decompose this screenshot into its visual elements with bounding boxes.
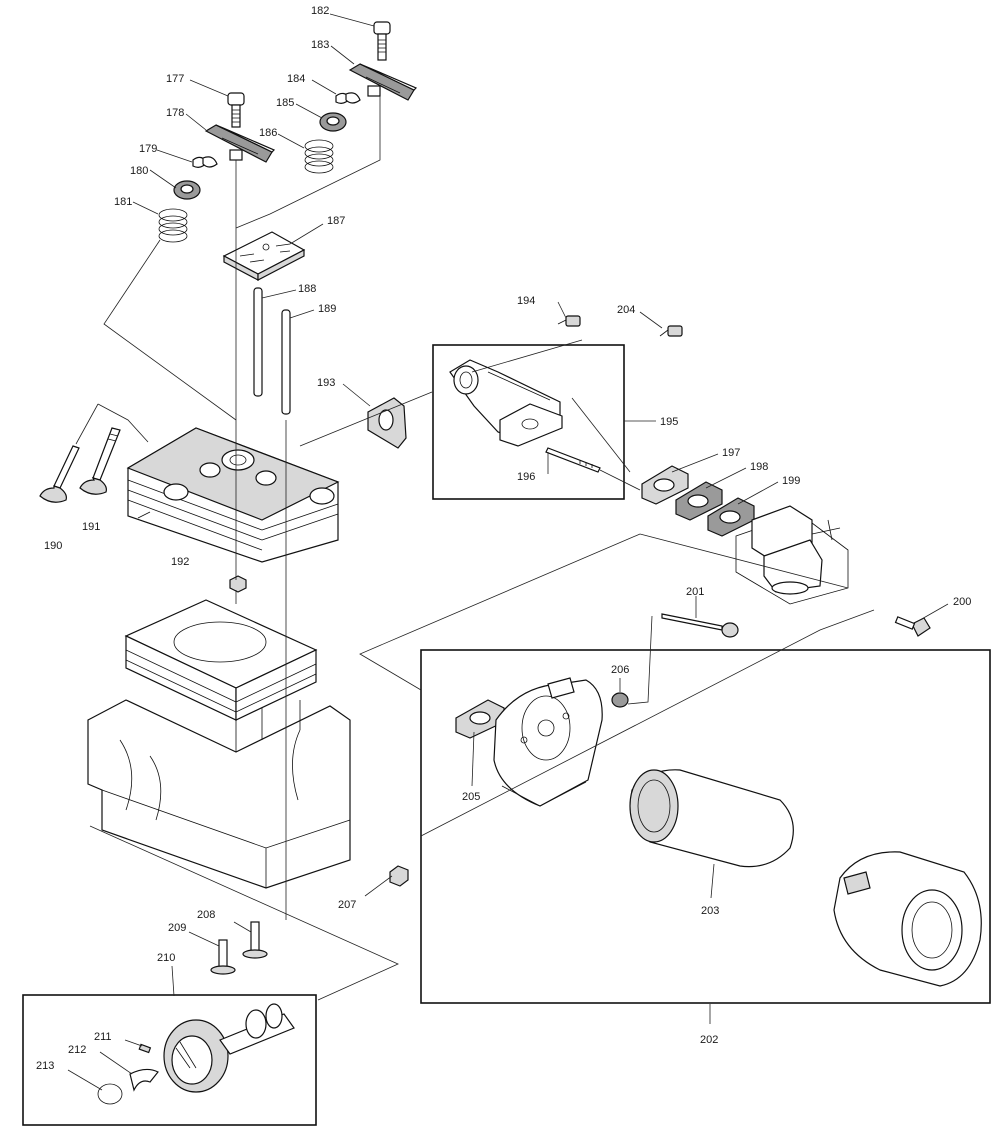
push-rod-189 <box>281 309 291 415</box>
spacer-206 <box>611 692 629 708</box>
valve-keeper-184 <box>335 92 361 104</box>
label-212: 212 <box>68 1044 86 1056</box>
leader-lines <box>67 13 949 1091</box>
label-187: 187 <box>327 215 345 227</box>
spring-retainer-185 <box>319 112 347 132</box>
camshaft-box <box>22 994 317 1126</box>
valve-190 <box>39 445 80 503</box>
label-191: 191 <box>82 521 100 533</box>
label-189: 189 <box>318 303 336 315</box>
label-211: 211 <box>94 1031 112 1043</box>
intake-manifold-box <box>432 344 625 500</box>
label-186: 186 <box>259 127 277 139</box>
gasket-197 <box>641 465 689 505</box>
nut-192 <box>229 575 247 593</box>
nut-207 <box>389 865 409 887</box>
label-202: 202 <box>700 1034 718 1046</box>
rocker-arm-183 <box>348 63 418 101</box>
label-179: 179 <box>139 143 157 155</box>
valve-spring-181 <box>158 208 188 243</box>
label-201: 201 <box>686 586 704 598</box>
bolt-177 <box>227 92 245 128</box>
part-labels: 177 178 179 180 181 182 183 184 185 186 … <box>36 5 971 1072</box>
camshaft <box>163 1003 295 1093</box>
gasket-199 <box>707 497 755 537</box>
bolt-204 <box>659 325 683 337</box>
label-199: 199 <box>782 475 800 487</box>
intake-manifold-195 <box>449 359 563 447</box>
rod-201 <box>661 613 739 638</box>
label-198: 198 <box>750 461 768 473</box>
gasket-198 <box>675 481 723 521</box>
bolt-194 <box>557 315 581 327</box>
pin-211 <box>138 1043 152 1054</box>
label-207: 207 <box>338 899 356 911</box>
label-213: 213 <box>36 1060 54 1072</box>
label-184: 184 <box>287 73 305 85</box>
stud-196 <box>545 447 601 473</box>
label-188: 188 <box>298 283 316 295</box>
tappet-209 <box>210 939 236 975</box>
air-filter-element-203 <box>629 769 794 868</box>
label-200: 200 <box>953 596 971 608</box>
label-192: 192 <box>171 556 189 568</box>
cylinder-head <box>126 427 340 563</box>
bolt-200 <box>894 616 931 637</box>
rocker-arm-178 <box>204 124 276 163</box>
bolt-182 <box>373 21 391 61</box>
air-cleaner-base <box>493 677 603 807</box>
label-182: 182 <box>311 5 329 17</box>
spring-retainer-180 <box>173 180 201 200</box>
label-203: 203 <box>701 905 719 917</box>
plate-212 <box>129 1068 159 1092</box>
label-190: 190 <box>44 540 62 552</box>
valve-spring-186 <box>304 139 334 174</box>
label-183: 183 <box>311 39 329 51</box>
label-196: 196 <box>517 471 535 483</box>
label-195: 195 <box>660 416 678 428</box>
label-178: 178 <box>166 107 184 119</box>
label-181: 181 <box>114 196 132 208</box>
label-210: 210 <box>157 952 175 964</box>
gasket-205 <box>455 699 505 739</box>
tappet-208 <box>242 921 268 959</box>
cylinder-block <box>87 599 351 889</box>
label-209: 209 <box>168 922 186 934</box>
label-204: 204 <box>617 304 635 316</box>
label-193: 193 <box>317 377 335 389</box>
label-205: 205 <box>462 791 480 803</box>
guide-plate-187 <box>222 231 306 281</box>
label-180: 180 <box>130 165 148 177</box>
air-cleaner-box <box>420 649 991 1004</box>
label-177: 177 <box>166 73 184 85</box>
snap-ring-213 <box>97 1083 123 1105</box>
label-197: 197 <box>722 447 740 459</box>
label-206: 206 <box>611 664 629 676</box>
carburetor <box>735 505 849 605</box>
valve-191 <box>79 427 121 495</box>
label-194: 194 <box>517 295 535 307</box>
push-rod-188 <box>253 287 263 397</box>
valve-keeper-179 <box>192 156 218 168</box>
label-208: 208 <box>197 909 215 921</box>
air-cleaner-cover <box>833 851 982 987</box>
gasket-193 <box>367 397 407 449</box>
label-185: 185 <box>276 97 294 109</box>
